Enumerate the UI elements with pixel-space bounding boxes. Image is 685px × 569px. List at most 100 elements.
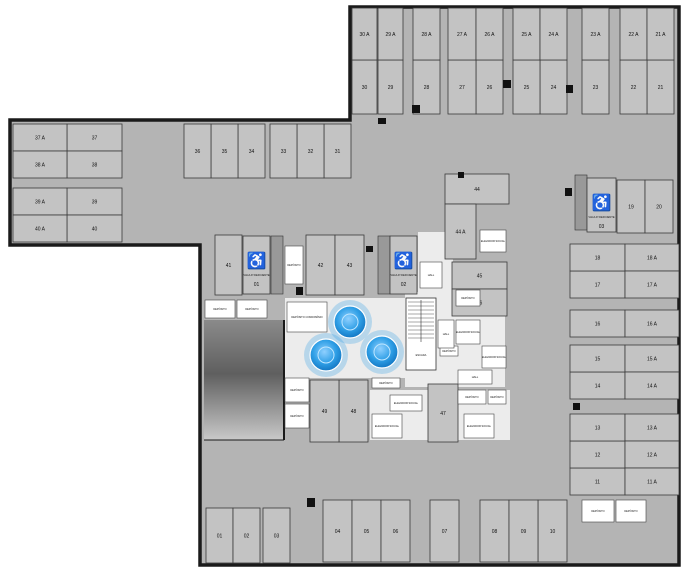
room-deposito-13 <box>455 289 481 307</box>
room-hall-1 <box>419 261 443 289</box>
accessible-spot-number: 03 <box>599 224 605 230</box>
location-marker-ring <box>341 313 359 331</box>
location-markers <box>304 300 404 377</box>
parking-spot-label: 23 A <box>590 32 601 38</box>
room-elevador-5 <box>371 413 403 439</box>
parking-spot-07 <box>429 499 460 563</box>
parking-spot-label: 18 <box>595 256 601 262</box>
location-marker[interactable] <box>365 335 399 369</box>
room-hall-2 <box>457 369 493 385</box>
parking-spot-label: 02 <box>244 534 250 540</box>
parking-spot-label: 11 <box>595 480 600 486</box>
room-label: ELEVADOR SOCIAL <box>481 239 506 243</box>
parking-spot-14a <box>624 371 680 400</box>
parking-spot-18a <box>624 243 680 272</box>
parking-spot-label: 22 <box>631 85 637 91</box>
parking-spot-24 <box>539 59 568 115</box>
parking-spot-33 <box>269 123 298 179</box>
parking-spot-39 <box>66 187 123 216</box>
parking-spot-44 <box>444 173 510 205</box>
room-elevador-1 <box>479 229 507 253</box>
parking-spot-16a <box>624 309 680 338</box>
parking-spot-label: 40 A <box>35 227 46 233</box>
parking-spot-label: 24 A <box>548 32 559 38</box>
accessible-spot-01 <box>242 235 271 295</box>
stair-label: ESCADA <box>416 353 427 357</box>
parking-spot-label: 11 A <box>647 480 657 486</box>
parking-spot-12a <box>624 440 680 469</box>
room-deposito-6 <box>284 403 310 429</box>
room-deposito-2 <box>236 299 268 319</box>
parking-spot-28a <box>412 7 441 61</box>
accessible-spot-02 <box>389 235 418 295</box>
parking-spot-37 <box>66 123 123 152</box>
vehicle-ramp <box>204 320 284 440</box>
parking-spot-01 <box>205 507 234 564</box>
parking-spot-label: 44 <box>474 187 480 193</box>
parking-spot-label: 03 <box>274 534 280 540</box>
location-marker[interactable] <box>333 305 367 339</box>
parking-spot-label: 13 <box>595 426 601 432</box>
room-label: DEPÓSITO <box>624 508 637 513</box>
parking-spot-label: 17 A <box>647 283 658 289</box>
parking-spot-label: 16 <box>595 322 601 328</box>
parking-spot-17a <box>624 270 680 299</box>
parking-spot-24a <box>539 7 568 61</box>
parking-spot-30a <box>351 7 378 61</box>
wheelchair-icon: ♿ <box>247 251 267 270</box>
parking-spot-label: 05 <box>364 529 370 535</box>
parking-spot-label: 25 <box>524 85 530 91</box>
parking-spot-25 <box>512 59 541 115</box>
parking-spot-label: 39 <box>92 200 98 206</box>
parking-spot-label: 29 A <box>385 32 396 38</box>
parking-spot-label: 36 <box>195 149 201 155</box>
parking-spot-label: 49 <box>322 409 328 415</box>
room-elevador-4 <box>389 394 423 412</box>
parking-spot-23a <box>581 7 610 61</box>
parking-spot-29 <box>377 59 404 115</box>
parking-spot-label: 47 <box>440 411 446 417</box>
parking-spot-label: 29 <box>388 85 394 91</box>
parking-spot-label: 24 <box>551 85 557 91</box>
parking-spot-41 <box>214 234 243 296</box>
parking-spot-label: 38 A <box>35 163 46 169</box>
parking-spot-31 <box>323 123 352 179</box>
parking-spot-label: 04 <box>335 529 341 535</box>
room-deposito-condominio <box>286 301 328 333</box>
parking-spot-label: 28 A <box>421 32 432 38</box>
parking-spot-label: 20 <box>656 205 662 211</box>
parking-spot-47 <box>427 383 459 443</box>
parking-spot-43 <box>334 234 365 296</box>
room-label: DEPÓSITO <box>591 508 604 513</box>
parking-spot-label: 39 A <box>35 200 46 206</box>
parking-spot-11a <box>624 467 680 496</box>
room-label: ELEVADOR SOCIAL <box>456 330 481 334</box>
room-label: DEPÓSITO <box>287 262 300 267</box>
parking-spot-label: 42 <box>318 263 324 269</box>
parking-spot-25a <box>512 7 541 61</box>
room-deposito-9 <box>487 389 507 405</box>
room-elevador-3 <box>481 345 507 369</box>
parking-spot-15 <box>569 344 626 373</box>
location-marker[interactable] <box>309 338 343 372</box>
outer-wall <box>8 5 681 567</box>
accessible-spot-number: 01 <box>254 282 260 288</box>
room-deposito-3 <box>284 245 304 285</box>
accessible-spot-number: 02 <box>401 282 407 288</box>
room-label: DEPÓSITO <box>379 380 392 385</box>
parking-spot-label: 27 A <box>457 32 468 38</box>
parking-spot-label: 12 A <box>647 453 658 459</box>
parking-spot-label: 26 A <box>484 32 495 38</box>
parking-spot-label: 21 A <box>655 32 666 38</box>
accessible-spot-03 <box>586 177 617 233</box>
parking-spot-36 <box>183 123 212 179</box>
room-label: DEPÓSITO <box>465 394 478 399</box>
room-label: ELEVADOR SOCIAL <box>394 401 419 405</box>
parking-spot-05 <box>351 499 382 563</box>
parking-spot-label: 32 <box>308 149 314 155</box>
room-label: DEPÓSITO <box>290 387 303 392</box>
parking-spot-label: 09 <box>521 529 527 535</box>
location-marker-ring <box>373 343 391 361</box>
parking-spot-label: 30 A <box>359 32 370 38</box>
parking-spot-38a <box>12 150 68 179</box>
